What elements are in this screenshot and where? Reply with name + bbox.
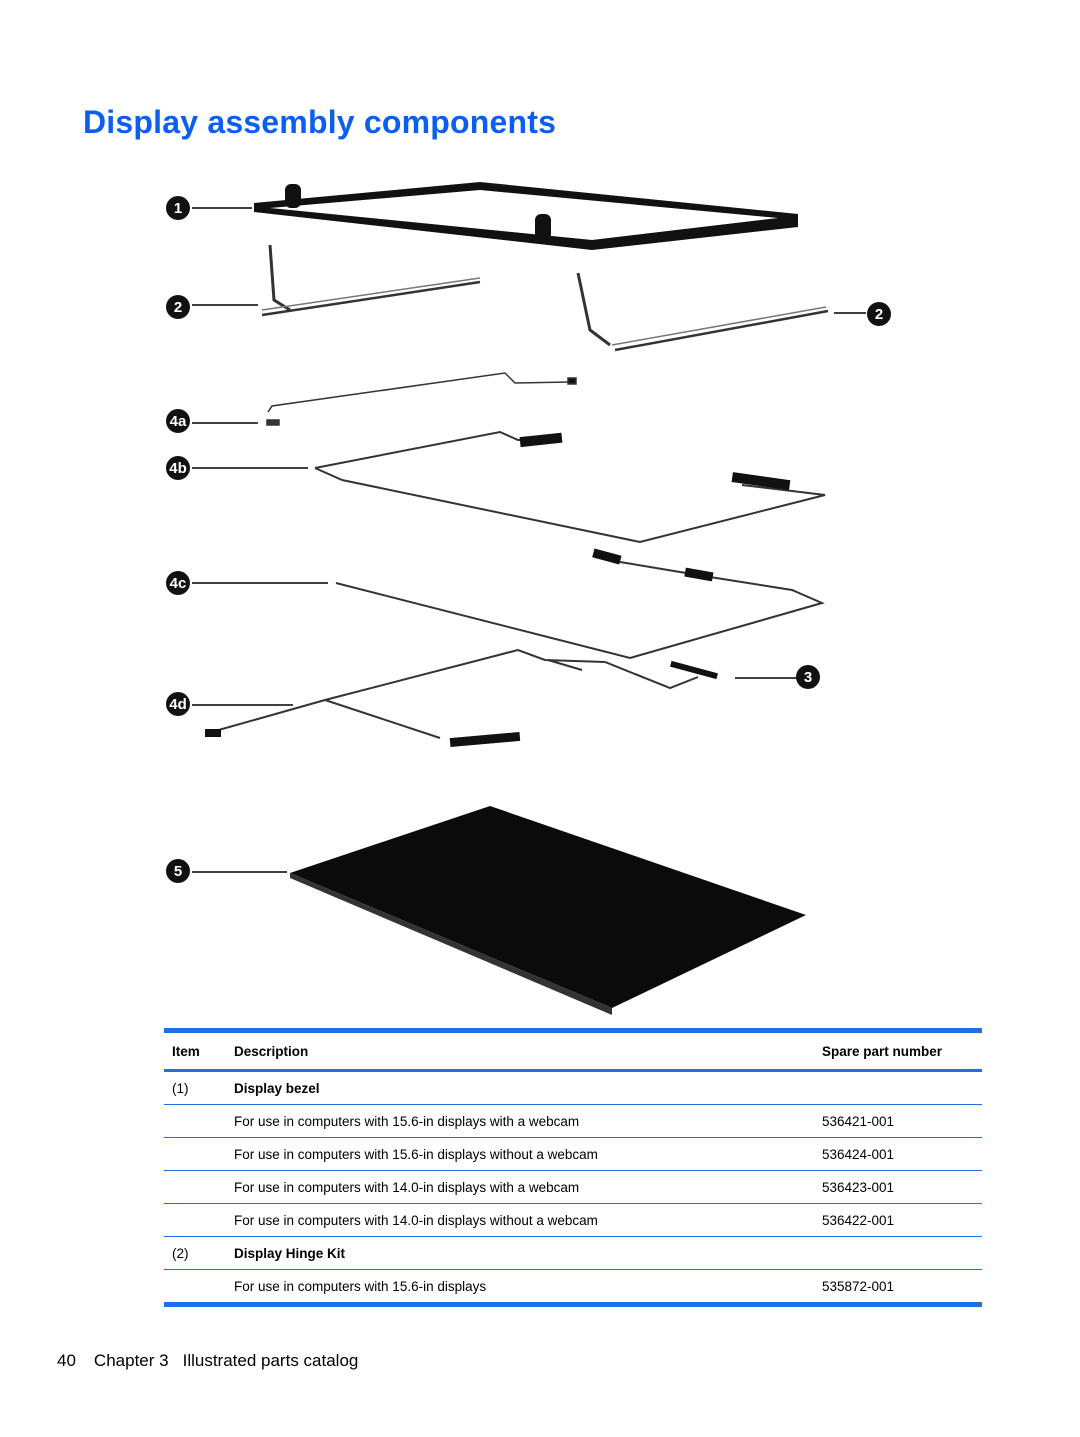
callout-badge-3: 3 — [796, 665, 820, 689]
spare-part-number: 536421-001 — [814, 1104, 982, 1138]
callout-badge-2-right: 2 — [867, 302, 891, 326]
page-footer: 40 Chapter 3 Illustrated parts catalog — [57, 1351, 358, 1371]
spare-parts-table: Item Description Spare part number (1) D… — [164, 1028, 982, 1307]
group-title: Display Hinge Kit — [226, 1236, 814, 1270]
display-hinge-left-part — [261, 244, 481, 317]
item-number: (1) — [172, 1080, 189, 1096]
exploded-view-illustration: 1 2 2 4a — [150, 170, 910, 1020]
row-description: For use in computers with 15.6-in displa… — [226, 1269, 814, 1305]
spare-part-number: 536424-001 — [814, 1137, 982, 1171]
table-row: For use in computers with 14.0-in displa… — [164, 1170, 982, 1204]
item-number — [164, 1137, 226, 1171]
callout-badge-4b: 4b — [166, 456, 190, 480]
antenna-cable-4c — [335, 548, 825, 660]
item-number — [164, 1170, 226, 1204]
callout-badge-1: 1 — [166, 196, 190, 220]
table-row: For use in computers with 15.6-in displa… — [164, 1104, 982, 1138]
webcam-cable-4a — [266, 372, 577, 426]
group-title: Display bezel — [234, 1080, 320, 1096]
row-description: For use in computers with 15.6-in displa… — [226, 1104, 814, 1138]
spare-part-number: 536422-001 — [814, 1203, 982, 1237]
callout-label-4b: 4b — [169, 460, 187, 477]
callout-badge-2-left: 2 — [166, 295, 190, 319]
spare-part-number — [814, 1236, 982, 1270]
callout-badge-4a: 4a — [166, 409, 190, 433]
spare-part-number: 535872-001 — [814, 1269, 982, 1305]
row-description: For use in computers with 15.6-in displa… — [226, 1137, 814, 1171]
item-number — [164, 1269, 226, 1305]
item-number — [164, 1203, 226, 1237]
table-group-row: (1) Display bezel — [164, 1071, 982, 1105]
chapter-title: Illustrated parts catalog — [182, 1351, 359, 1370]
display-bezel-part — [254, 182, 798, 250]
column-header-spare-part-number: Spare part number — [814, 1030, 982, 1072]
callout-label-2-left: 2 — [174, 299, 182, 316]
display-hinge-right-part — [576, 272, 829, 352]
callout-badge-4d: 4d — [166, 692, 190, 716]
table-group-row: (2) Display Hinge Kit — [164, 1236, 982, 1270]
table-row: For use in computers with 15.6-in displa… — [164, 1137, 982, 1171]
callout-label-2-right: 2 — [875, 306, 883, 323]
item-number: (2) — [164, 1236, 226, 1270]
spare-part-number: 536423-001 — [814, 1170, 982, 1204]
spare-part-number — [814, 1071, 982, 1105]
callout-label-4c: 4c — [170, 575, 187, 592]
callout-label-4d: 4d — [169, 696, 187, 713]
display-enclosure-part — [290, 806, 806, 1015]
table-row: For use in computers with 14.0-in displa… — [164, 1203, 982, 1237]
column-header-description: Description — [226, 1030, 814, 1072]
column-header-item: Item — [164, 1030, 226, 1072]
callout-badge-4c: 4c — [166, 571, 190, 595]
table-row: For use in computers with 15.6-in displa… — [164, 1269, 982, 1305]
callout-badge-5: 5 — [166, 859, 190, 883]
display-cable-4d — [205, 648, 718, 748]
page-number: 40 — [57, 1351, 76, 1370]
callout-label-1: 1 — [174, 200, 182, 217]
row-description: For use in computers with 14.0-in displa… — [226, 1170, 814, 1204]
row-description: For use in computers with 14.0-in displa… — [226, 1203, 814, 1237]
table-header-row: Item Description Spare part number — [164, 1030, 982, 1072]
chapter-label: Chapter 3 — [93, 1351, 169, 1370]
page-title: Display assembly components — [83, 104, 557, 140]
item-number — [164, 1104, 226, 1138]
antenna-cable-4b — [314, 430, 826, 544]
callout-label-3: 3 — [804, 669, 812, 686]
callout-label-4a: 4a — [170, 413, 187, 430]
callout-label-5: 5 — [174, 863, 182, 880]
